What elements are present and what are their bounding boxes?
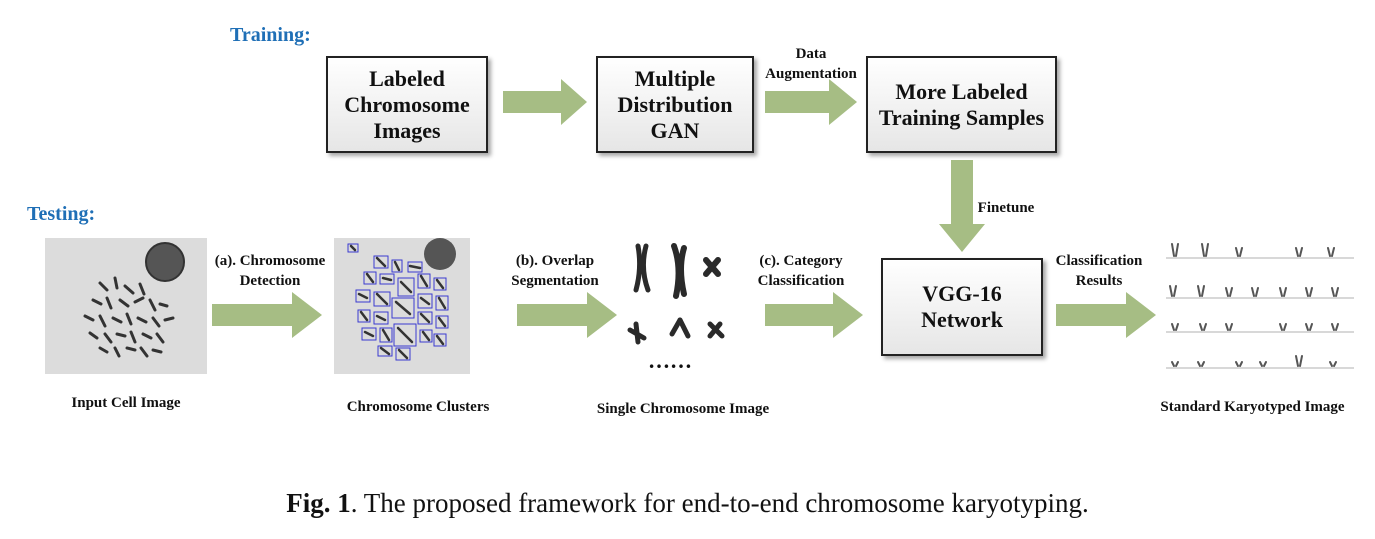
training-label: Training: xyxy=(230,24,311,46)
arrow-segmentation xyxy=(517,292,617,338)
arrow-gan-to-samples xyxy=(765,79,857,125)
figure-label: Fig. 1 xyxy=(286,488,351,518)
chromosome-clusters-caption: Chromosome Clusters xyxy=(346,399,490,415)
arrow-detection xyxy=(212,292,322,338)
category-classification-label: (c). Category Classification xyxy=(757,253,845,289)
single-chromosome-images xyxy=(627,243,725,345)
data-augmentation-label: Data Augmentation xyxy=(765,46,857,82)
karyotyped-image-caption: Standard Karyotyped Image xyxy=(1160,399,1345,415)
classification-results-label: Classification Results xyxy=(1055,253,1143,289)
single-chromosome-caption: Single Chromosome Image xyxy=(596,401,770,417)
chromosome-clusters-image xyxy=(334,238,470,374)
finetune-label: Finetune xyxy=(977,200,1035,216)
arrow-results xyxy=(1056,292,1156,338)
labeled-chromosome-images-box: Labeled Chromosome Images xyxy=(326,56,488,153)
arrow-labeled-to-gan xyxy=(503,79,587,125)
input-cell-image xyxy=(45,238,207,374)
testing-label: Testing: xyxy=(27,203,96,225)
overlap-segmentation-label: (b). Overlap Segmentation xyxy=(511,253,599,289)
figure-caption: Fig. 1. The proposed framework for end-t… xyxy=(0,488,1375,519)
ellipsis: …… xyxy=(648,348,692,373)
chromosome-detection-label: (a). Chromosome Detection xyxy=(214,253,326,289)
karyotyped-image xyxy=(1166,243,1354,369)
multiple-distribution-gan-box: Multiple Distribution GAN xyxy=(596,56,754,153)
more-labeled-training-samples-box: More Labeled Training Samples xyxy=(866,56,1057,153)
vgg16-network-box: VGG-16 Network xyxy=(881,258,1043,356)
finetune-arrow xyxy=(939,160,985,252)
figure-caption-text: . The proposed framework for end-to-end … xyxy=(350,488,1089,518)
arrow-classification xyxy=(765,292,863,338)
input-cell-image-caption: Input Cell Image xyxy=(71,395,181,411)
